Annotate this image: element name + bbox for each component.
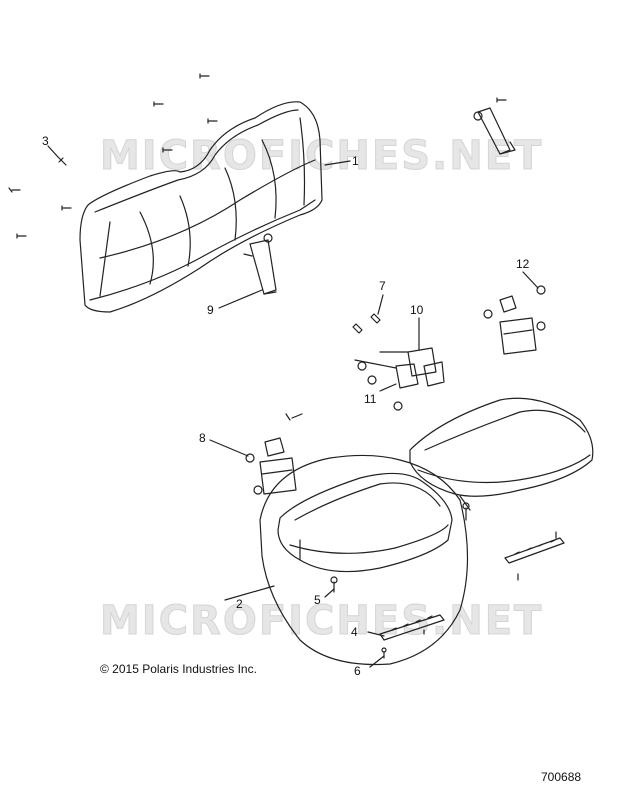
watermark-bottom: MICROFICHES.NET (99, 598, 544, 645)
callout-11: 11 (364, 392, 377, 406)
bracket-4-right (504, 531, 565, 581)
fastener-6 (381, 502, 470, 659)
callout-9: 9 (207, 303, 214, 317)
callout-8: 8 (199, 431, 206, 445)
bolts-group-3 (8, 73, 218, 239)
fastener-5 (330, 576, 338, 593)
figure-number: 700688 (541, 770, 582, 784)
seat-belt-buckles (354, 347, 445, 411)
seat-cushion-left (259, 454, 469, 666)
callout-4: 4 (351, 625, 358, 639)
callout-7: 7 (379, 279, 386, 293)
bracket-9 (243, 233, 277, 295)
bracket-4-left (379, 614, 445, 641)
callout-12: 12 (516, 257, 530, 271)
seat-back-bracket-right (473, 97, 516, 155)
callout-10: 10 (410, 303, 424, 317)
copyright-notice: © 2015 Polaris Industries Inc. (100, 662, 257, 676)
callout-3: 3 (42, 134, 49, 148)
callout-6: 6 (354, 664, 361, 678)
belt-retractor-8 (245, 413, 303, 495)
callout-5: 5 (314, 593, 321, 607)
leader-lines (47, 145, 539, 668)
belt-retractor-12 (483, 285, 546, 355)
seat-cushion-right (409, 397, 594, 511)
seat-back (79, 101, 323, 313)
callout-1: 1 (352, 154, 359, 168)
bolt-7 (352, 313, 381, 334)
callout-2: 2 (236, 597, 243, 611)
